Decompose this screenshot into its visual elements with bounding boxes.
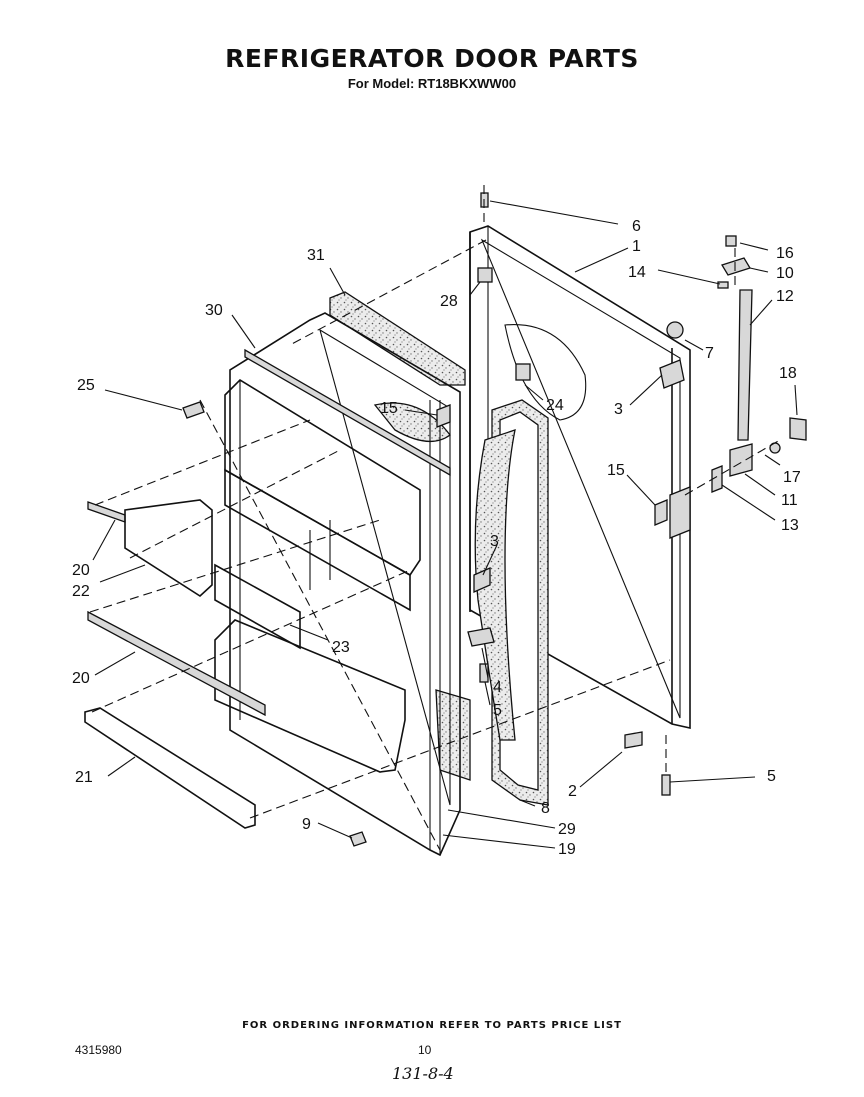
hinge-11: [729, 443, 753, 477]
foam-insulation: [329, 291, 471, 781]
callout-21: 21: [75, 769, 93, 786]
shelves-and-bars: [84, 348, 451, 829]
callout-17: 17: [783, 469, 801, 486]
bushing-14: [717, 281, 729, 289]
callout-3-right: 3: [614, 401, 623, 418]
callout-23: 23: [332, 639, 350, 656]
hinge-hardware: [182, 192, 807, 847]
callout-1: 1: [632, 238, 641, 255]
screw-5-bottom: [661, 774, 671, 796]
spacer-13: [711, 465, 723, 493]
callout-20-upper: 20: [72, 562, 90, 579]
callout-31: 31: [307, 247, 325, 264]
bracket-4: [467, 627, 495, 647]
callout-24: 24: [546, 397, 564, 414]
shelf-upper: [124, 499, 213, 598]
callout-6: 6: [632, 218, 641, 235]
callout-15-right: 15: [607, 462, 625, 479]
cap-15-left: [436, 404, 451, 428]
callout-29: 29: [558, 821, 576, 838]
bracket-10: [721, 257, 751, 276]
callout-25: 25: [77, 377, 95, 394]
screw-9: [349, 831, 367, 847]
model-subtitle: For Model: RT18BKXWW00: [347, 76, 517, 91]
page-number: 10: [418, 1043, 432, 1057]
callout-19: 19: [558, 841, 576, 858]
handwritten-note: 131-8-4: [392, 1064, 454, 1083]
document-number: 4315980: [75, 1043, 122, 1057]
callout-labels: 6 1 16 10 14 12 31 28 7 30 18 25 15 24 3…: [72, 218, 801, 858]
assembly-lines: [89, 185, 781, 851]
screw-25: [182, 401, 205, 419]
door-gasket: [474, 399, 549, 806]
callout-5-left: 5: [493, 702, 502, 719]
outer-door-panel: [469, 225, 691, 729]
hinge-3-upper: [659, 359, 685, 389]
page-title: REFRIGERATOR DOOR PARTS: [225, 44, 639, 73]
callout-11: 11: [781, 492, 798, 509]
screw-5-left: [479, 663, 489, 683]
callout-13: 13: [781, 517, 799, 534]
shelf-middle: [214, 563, 301, 650]
callout-14: 14: [628, 264, 646, 281]
callout-22: 22: [72, 583, 90, 600]
callout-20-lower: 20: [72, 670, 90, 687]
callout-30: 30: [205, 302, 223, 319]
torsion-bar-12: [737, 289, 753, 441]
bushing-2: [624, 731, 643, 749]
callout-8: 8: [541, 800, 550, 817]
inner-door-liner: [214, 312, 461, 857]
screw-16: [725, 235, 737, 247]
callout-18: 18: [779, 365, 797, 382]
callout-10: 10: [776, 265, 794, 282]
ordering-info-note: FOR ORDERING INFORMATION REFER TO PARTS …: [242, 1020, 622, 1031]
shelf-bar-lower: [87, 610, 266, 717]
callout-4: 4: [493, 679, 502, 696]
callout-3-left: 3: [490, 533, 499, 550]
bushing-7: [666, 321, 684, 339]
callout-2: 2: [568, 783, 577, 800]
callout-12: 12: [776, 288, 794, 305]
callout-9: 9: [302, 816, 311, 833]
cap-15-right: [654, 499, 668, 526]
hinge-block-28: [477, 267, 493, 283]
callout-15-left: 15: [380, 400, 398, 417]
callout-16: 16: [776, 245, 794, 262]
callout-28: 28: [440, 293, 458, 310]
shelf-bar-30: [244, 348, 451, 477]
leader-lines: [92, 200, 798, 849]
callout-7: 7: [705, 345, 714, 362]
stop-18: [789, 417, 807, 441]
callout-5-bottom: 5: [767, 768, 776, 785]
bar-end-cap-upper: [87, 501, 126, 523]
